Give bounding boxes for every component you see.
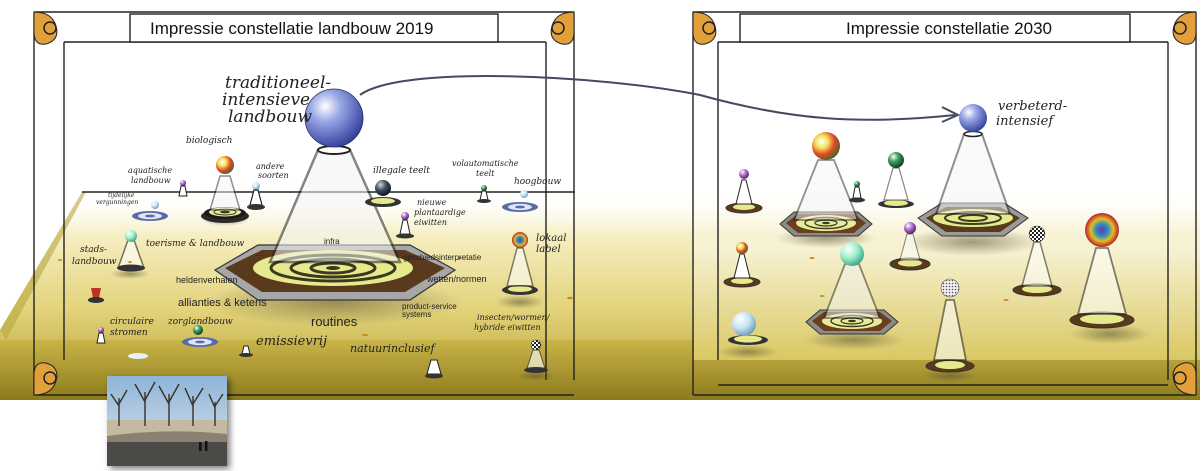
left-panel-title: Impressie constellatie landbouw 2019 (150, 19, 434, 38)
label-intensieve: intensieve (222, 90, 311, 110)
sphere-improved-intensive-icon (959, 104, 987, 132)
label-eiwitten: eiwitten (414, 218, 448, 227)
corner-ornament-icon (33, 362, 58, 396)
central-platform (203, 88, 463, 326)
label-plantaardige: plantaardige (414, 208, 466, 217)
label-hybride: hybride eiwitten (474, 323, 541, 332)
label-stromen: stromen (110, 328, 148, 338)
corner-ornament-icon (1172, 362, 1197, 396)
label-systems: systems (402, 310, 432, 319)
label-ellipsis: ... (255, 249, 264, 259)
label-label: label (536, 244, 561, 255)
arrow-head-icon (941, 106, 961, 123)
label-andere: andere (256, 162, 285, 171)
label-toerisme: toerisme & landbouw (146, 239, 245, 249)
label-vergunningen: vergunningen (96, 199, 139, 206)
label-geschiedsinterpretatie: geschiedsinterpretatie (403, 253, 482, 262)
label-wetten: wetten/normen (427, 274, 487, 284)
label-heldenverhalen: heldenverhalen (176, 275, 238, 285)
label-intensief: intensief (996, 114, 1054, 129)
left-small-elements (58, 156, 573, 381)
label-allianties: allianties & ketens (178, 297, 267, 309)
label-stads: stads- (80, 245, 108, 255)
label-aquatische: aquatische (128, 166, 173, 175)
right-panel-title: Impressie constellatie 2030 (846, 19, 1053, 38)
label-product-service: product-service (402, 302, 457, 311)
right-elements (718, 104, 1150, 382)
label-lokaal: lokaal (536, 233, 567, 244)
corner-ornament-icon (33, 11, 58, 45)
label-insecten: insecten/wormen/ (477, 313, 550, 322)
label-circulaire: circulaire (110, 317, 154, 327)
label-biologisch: biologisch (186, 136, 233, 146)
corner-ornament-icon (550, 11, 575, 45)
corner-ornament-icon (1172, 11, 1197, 45)
label-infra: infra (324, 237, 340, 246)
label-stadslandbouw: landbouw (72, 257, 117, 267)
label-hoogbouw: hoogbouw (514, 177, 562, 187)
label-teelt: teelt (476, 169, 495, 178)
label-nieuwe: nieuwe (417, 198, 447, 207)
label-landbouw: landbouw (228, 107, 313, 127)
label-routines: routines (311, 314, 358, 329)
transition-arrow (359, 75, 956, 121)
label-natuurinclusief: natuurinclusief (350, 342, 435, 355)
label-illegale-teelt: illegale teelt (373, 166, 430, 176)
label-volautomatische: volautomatische (452, 159, 519, 168)
sphere-biological-icon (216, 156, 234, 174)
label-emissievrij: emissievrij (256, 334, 328, 349)
label-traditioneel: traditioneel- (225, 73, 332, 93)
landscape-photo (107, 376, 227, 466)
sphere-traditional-icon (304, 88, 364, 148)
label-zorglandbouw: zorglandbouw (168, 317, 233, 327)
label-verbeterd: verbeterd- (998, 99, 1068, 114)
label-soorten: soorten (258, 171, 289, 180)
label-aquatische-landbouw: landbouw (131, 176, 171, 185)
corner-ornament-icon (692, 11, 717, 45)
label-tijdelijke: tijdelijke (108, 192, 135, 199)
